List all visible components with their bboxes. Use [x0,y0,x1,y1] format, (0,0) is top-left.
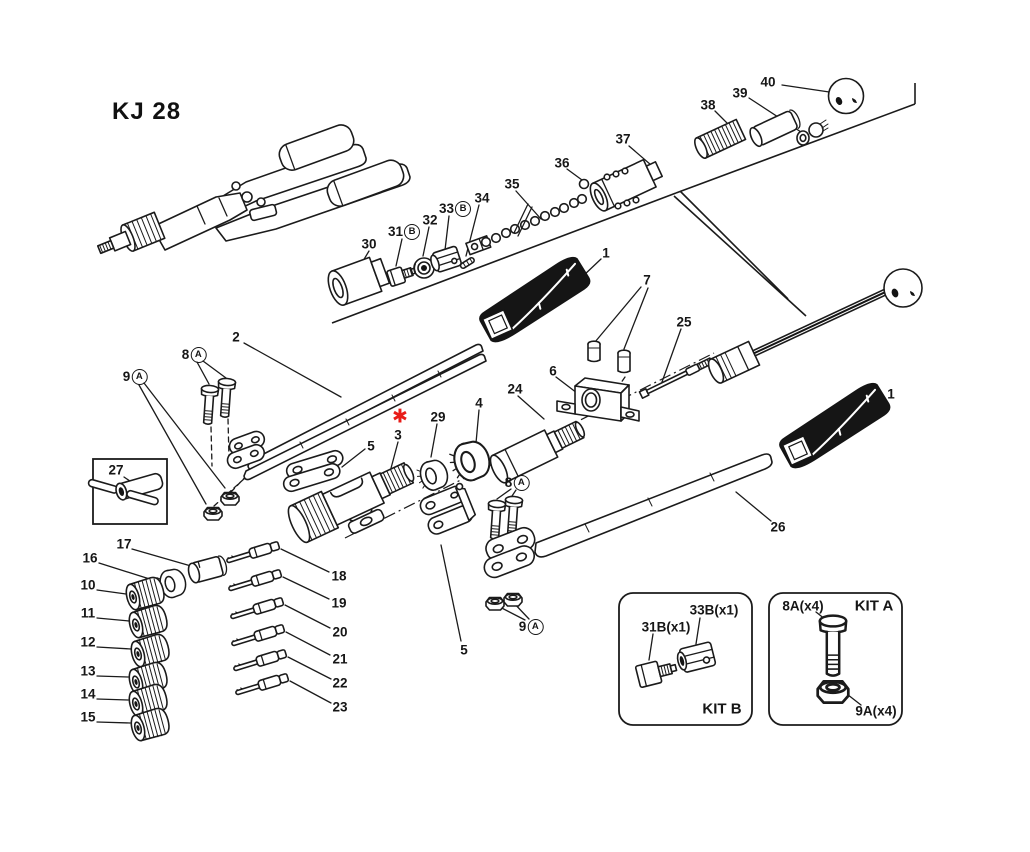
part-7-pins [587,340,631,374]
diagram-title: KJ 28 [112,98,182,125]
part-4-ring [445,436,496,487]
kit-b-part-31B [634,660,678,689]
kit-b-part-33B [676,641,717,673]
assembled-tool-illustration [96,124,411,255]
part-1-grip-top [470,252,599,347]
thread-beads [480,193,588,248]
mandrels-18-23 [224,539,290,699]
part-34 [459,257,475,270]
part-3-body [287,462,415,544]
part-38-threaded-tube [694,118,747,159]
part-39-screw [796,119,829,146]
part-33B [430,245,462,273]
part-35-threaded-rod [465,193,588,256]
leader-lines [96,84,886,724]
part-25-rod [638,357,714,399]
part-17-sleeve [187,555,228,584]
part-27-pin [87,472,164,506]
part-5-clevis [419,482,477,535]
part-38-tube [749,109,801,148]
part-ball-rod [707,268,923,384]
part-36-ball [578,178,590,190]
part-40-ball [827,77,865,115]
part-37 [589,158,663,212]
part-26-handle-bar [483,453,773,579]
part-1-grip-right [770,378,899,473]
part-24-cylinder [489,420,586,484]
nosepieces-10-15 [122,574,173,744]
expansion-lines [331,83,916,324]
kit-a-nut [816,679,850,704]
part-6-block [556,377,640,422]
part-29-ring [413,456,452,495]
part-30 [327,256,391,306]
part-2-handle-bars [226,343,487,481]
